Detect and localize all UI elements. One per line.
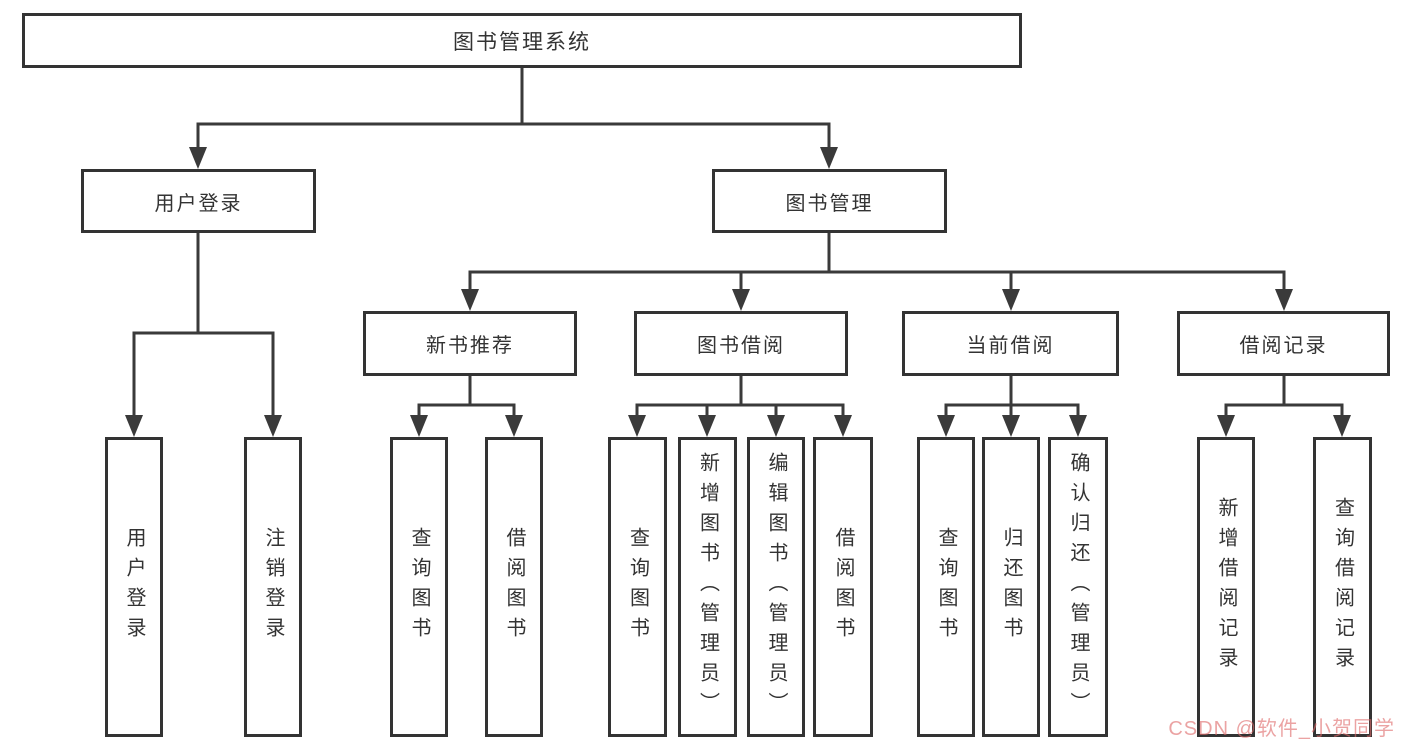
node-borrow-records: 借阅记录 (1177, 311, 1390, 376)
leaf-return-books: 归还图书 (982, 437, 1040, 737)
leaf-confirm-return-admin-label: 确认归还（管理员） (1067, 452, 1089, 722)
node-book-borrow-label: 图书借阅 (697, 335, 785, 357)
node-book-management-label: 图书管理 (785, 192, 874, 215)
leaf-query-books-2-label: 查询图书 (626, 527, 649, 647)
arrowhead-icons (125, 147, 1351, 437)
leaf-borrow-books-1-label: 借阅图书 (503, 527, 525, 647)
leaf-add-books-admin: 新增图书（管理员） (678, 437, 737, 737)
node-user-login: 用户登录 (81, 169, 316, 233)
leaf-add-borrow-record: 新增借阅记录 (1197, 437, 1255, 737)
leaf-query-books-1: 查询图书 (390, 437, 448, 737)
node-root-system: 图书管理系统 (22, 13, 1022, 68)
leaf-query-borrow-record-label: 查询借阅记录 (1331, 497, 1354, 677)
csdn-watermark: CSDN @软件_小贺同学 (1168, 718, 1395, 740)
leaf-query-books-3-label: 查询图书 (935, 527, 957, 647)
leaf-add-borrow-record-label: 新增借阅记录 (1215, 497, 1237, 677)
node-user-login-label: 用户登录 (154, 192, 243, 215)
leaf-query-books-1-label: 查询图书 (408, 527, 430, 647)
leaf-add-books-admin-label: 新增图书（管理员） (696, 452, 719, 722)
leaf-query-borrow-record: 查询借阅记录 (1313, 437, 1372, 737)
node-new-book-recommend: 新书推荐 (363, 311, 577, 376)
leaf-logout-label: 注销登录 (262, 527, 284, 647)
leaf-borrow-books-2: 借阅图书 (813, 437, 873, 737)
leaf-user-login-label: 用户登录 (123, 527, 145, 647)
leaf-logout: 注销登录 (244, 437, 302, 737)
node-current-borrow-label: 当前借阅 (966, 335, 1055, 357)
leaf-user-login: 用户登录 (105, 437, 163, 737)
node-book-borrow: 图书借阅 (634, 311, 848, 376)
leaf-query-books-2: 查询图书 (608, 437, 667, 737)
node-current-borrow: 当前借阅 (902, 311, 1119, 376)
node-root-label: 图书管理系统 (453, 30, 591, 54)
node-new-book-recommend-label: 新书推荐 (426, 335, 514, 357)
leaf-confirm-return-admin: 确认归还（管理员） (1048, 437, 1108, 737)
leaf-borrow-books-1: 借阅图书 (485, 437, 543, 737)
node-book-management: 图书管理 (712, 169, 947, 233)
node-borrow-records-label: 借阅记录 (1239, 335, 1328, 357)
leaf-edit-books-admin-label: 编辑图书（管理员） (765, 452, 787, 722)
leaf-edit-books-admin: 编辑图书（管理员） (747, 437, 805, 737)
leaf-return-books-label: 归还图书 (1000, 527, 1022, 647)
leaf-query-books-3: 查询图书 (917, 437, 975, 737)
leaf-borrow-books-2-label: 借阅图书 (832, 527, 854, 647)
